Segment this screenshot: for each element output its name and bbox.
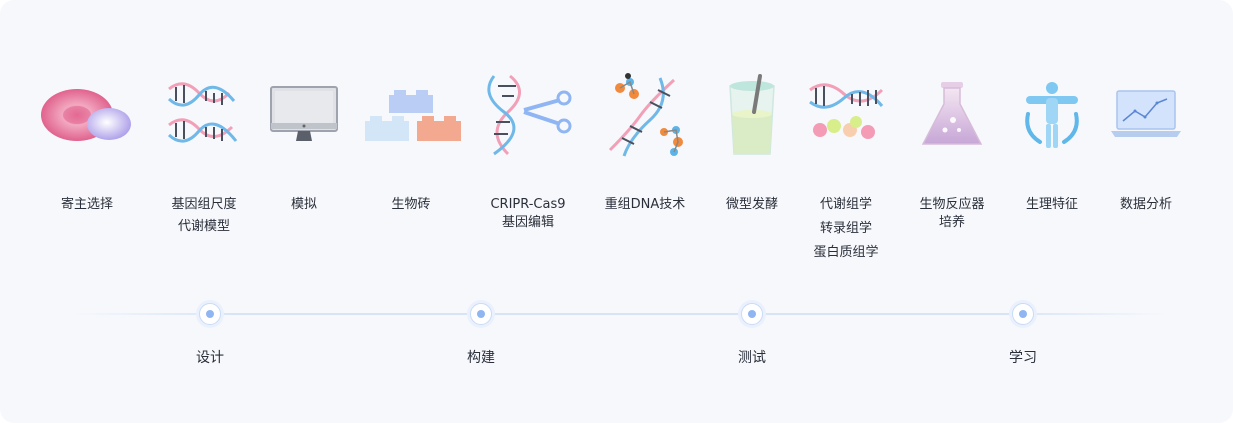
- laptop-chart-icon: [1091, 70, 1201, 160]
- cell-icon: [32, 70, 142, 160]
- item-label: 模拟: [290, 197, 317, 212]
- stage-label: 构建: [467, 350, 495, 366]
- item-label: CRIPR-Cas9 基因编辑: [490, 197, 566, 230]
- item-data-analysis: 数据分析: [1091, 70, 1201, 212]
- item-label: 生理特征: [1025, 197, 1078, 212]
- stage-build: 构建: [441, 303, 521, 367]
- item-label: 生物砖: [391, 197, 431, 212]
- item-label: 基因组尺度 代谢模型: [171, 197, 237, 234]
- item-bioreactor: 生物反应器 培养: [897, 70, 1007, 230]
- stage-label: 学习: [1009, 350, 1037, 366]
- item-crispr: CRIPR-Cas9 基因编辑: [473, 70, 583, 230]
- item-label: 寄主选择: [60, 197, 113, 212]
- item-biobricks: 生物砖: [356, 70, 466, 212]
- dna-double-icon: [149, 70, 259, 160]
- fermentation-cup-icon: [697, 70, 807, 160]
- item-omics: 代谢组学 转录组学 蛋白质组学: [791, 70, 901, 260]
- item-micro-fermentation: 微型发酵: [697, 70, 807, 212]
- dna-scissors-icon: [473, 70, 583, 160]
- timeline-dot: [470, 303, 492, 325]
- item-label: 重组DNA技术: [604, 197, 686, 212]
- timeline-dot: [1012, 303, 1034, 325]
- item-label: 代谢组学 转录组学 蛋白质组学: [813, 197, 879, 260]
- timeline-dot: [199, 303, 221, 325]
- item-genome-scale-model: 基因组尺度 代谢模型: [149, 70, 259, 234]
- body-scan-icon: [997, 70, 1107, 160]
- stage-learn: 学习: [983, 303, 1063, 367]
- item-label: 生物反应器 培养: [919, 197, 985, 230]
- dna-balls-icon: [791, 70, 901, 160]
- stage-label: 设计: [196, 350, 224, 366]
- bricks-icon: [356, 70, 466, 160]
- timeline-line: [70, 313, 1170, 315]
- flask-icon: [897, 70, 1007, 160]
- item-label: 微型发酵: [725, 197, 778, 212]
- item-recombinant-dna: 重组DNA技术: [590, 70, 700, 212]
- item-simulation: 模拟: [249, 70, 359, 212]
- timeline-dot: [741, 303, 763, 325]
- item-host-selection: 寄主选择: [32, 70, 142, 212]
- item-label: 数据分析: [1119, 197, 1172, 212]
- monitor-icon: [249, 70, 359, 160]
- dna-molecule-icon: [590, 70, 700, 160]
- item-physiology: 生理特征: [997, 70, 1107, 212]
- stage-test: 测试: [712, 303, 792, 367]
- stage-label: 测试: [738, 350, 766, 366]
- stage-design: 设计: [170, 303, 250, 367]
